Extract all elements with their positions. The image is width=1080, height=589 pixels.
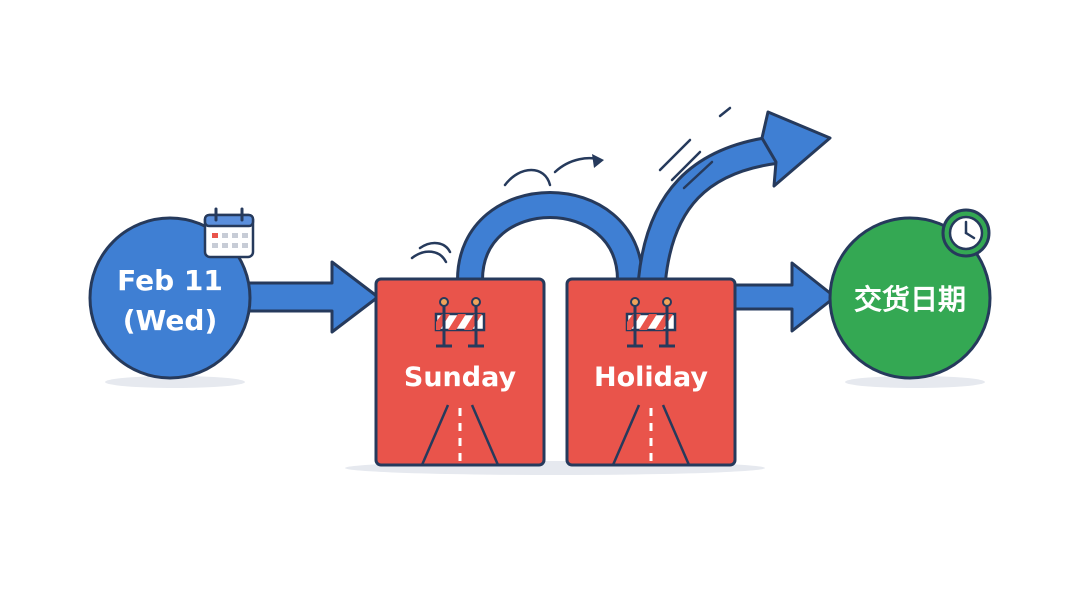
end-node: 交货日期	[828, 216, 992, 380]
jump-arrow-head	[760, 110, 832, 188]
sunday-label: Sunday	[404, 362, 517, 393]
road-barrier-icon	[625, 297, 677, 348]
arrow-start-to-sunday	[244, 260, 380, 334]
holiday-label: Holiday	[594, 362, 708, 393]
bridge-arc-fill	[459, 194, 641, 281]
shadow	[105, 376, 245, 388]
sunday-block: Sunday	[374, 277, 546, 467]
arrow-holiday-to-end	[732, 261, 837, 333]
delivery-date-label: 交货日期	[854, 283, 966, 316]
holiday-block: Holiday	[565, 277, 737, 467]
start-date-label: Feb 11	[117, 264, 223, 297]
calendar-icon	[203, 207, 255, 259]
road-barrier-icon	[434, 297, 486, 348]
clock-icon	[941, 208, 991, 258]
motion-lines	[410, 106, 732, 264]
shadow	[845, 376, 985, 388]
start-day-label: (Wed)	[123, 304, 218, 337]
jump-arrow-body	[640, 138, 777, 282]
